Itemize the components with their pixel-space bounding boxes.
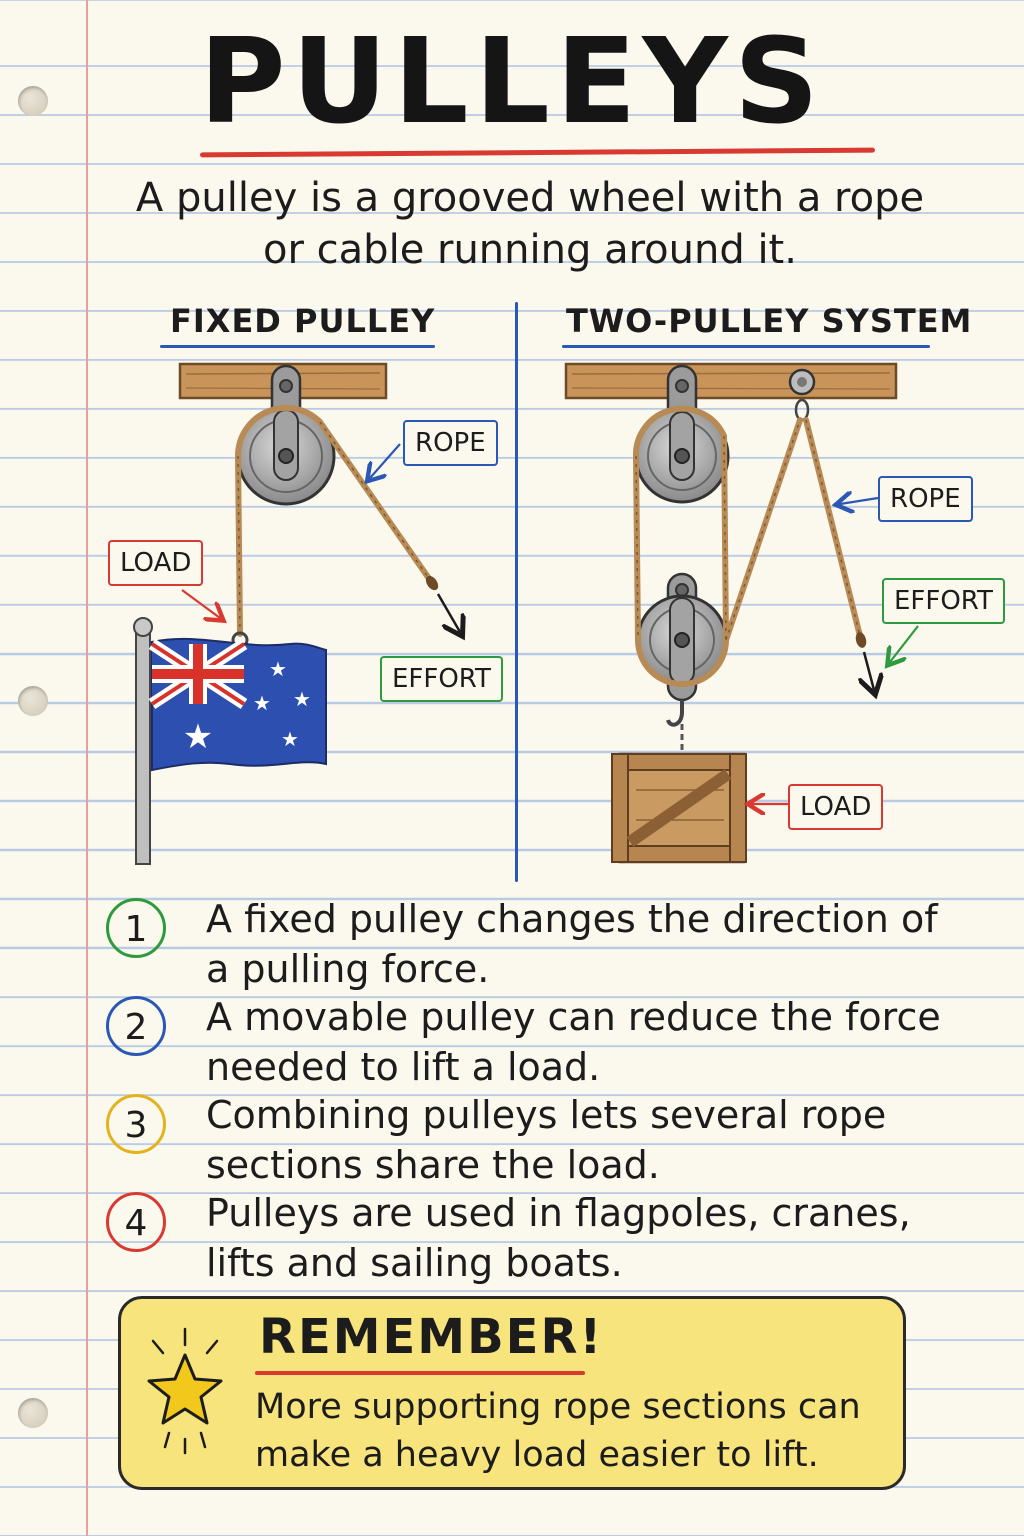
wooden-crate bbox=[611, 752, 747, 864]
svg-text:★: ★ bbox=[253, 691, 271, 715]
load-label: LOAD bbox=[108, 540, 204, 586]
fact-item: 2 A movable pulley can reduce the force … bbox=[106, 992, 946, 1090]
fact-text: Combining pulleys lets several rope sect… bbox=[206, 1093, 887, 1187]
intro-text: A pulley is a grooved wheel with a rope … bbox=[135, 175, 925, 273]
australian-flag: ★ ★ ★ ★ ★ bbox=[148, 637, 327, 772]
page-title: PULLEYS bbox=[199, 12, 825, 150]
system-rope-end bbox=[855, 632, 867, 648]
fact-item: 4 Pulleys are used in flagpoles, cranes,… bbox=[106, 1188, 946, 1286]
flagpole bbox=[133, 617, 153, 865]
fact-number-badge: 3 bbox=[106, 1094, 166, 1154]
svg-text:★: ★ bbox=[269, 657, 287, 681]
remember-underline bbox=[255, 1371, 585, 1375]
svg-text:★: ★ bbox=[281, 727, 299, 751]
fact-item: 3 Combining pulleys lets several rope se… bbox=[106, 1090, 946, 1188]
rope-label: ROPE bbox=[403, 420, 498, 466]
effort-arrow bbox=[436, 593, 460, 632]
fact-list: 1 A fixed pulley changes the direction o… bbox=[106, 894, 946, 1286]
fact-number-badge: 2 bbox=[106, 996, 166, 1056]
two-pulley-underline bbox=[562, 345, 930, 348]
fact-text: Pulleys are used in flagpoles, cranes, l… bbox=[206, 1191, 911, 1285]
load-label-arrow bbox=[181, 589, 220, 618]
two-pulley-heading: TWO-PULLEY SYSTEM bbox=[566, 302, 973, 340]
svg-text:★: ★ bbox=[183, 717, 213, 757]
remember-title: REMEMBER! bbox=[259, 1309, 604, 1365]
pulley-diagrams: ★ ★ ★ ★ ★ bbox=[133, 362, 919, 865]
rope-end bbox=[425, 575, 439, 591]
system-rope-label: ROPE bbox=[878, 476, 973, 522]
system-effort-label-arrow bbox=[890, 625, 919, 662]
fact-text: A movable pulley can reduce the force ne… bbox=[206, 995, 941, 1089]
rope-label-arrow bbox=[370, 443, 401, 478]
system-upper-wheel bbox=[634, 364, 730, 504]
binder-hole bbox=[18, 86, 48, 116]
remember-box: REMEMBER! More supporting rope sections … bbox=[118, 1296, 906, 1490]
fixed-pulley-heading: FIXED PULLEY bbox=[170, 302, 436, 340]
fixed-pulley-underline bbox=[160, 345, 435, 348]
system-rope-label-arrow bbox=[840, 498, 879, 504]
system-anchor bbox=[788, 368, 816, 422]
fact-number-badge: 4 bbox=[106, 1192, 166, 1252]
binder-hole bbox=[18, 1398, 48, 1428]
system-effort-label: EFFORT bbox=[882, 578, 1005, 624]
section-divider bbox=[515, 302, 518, 882]
margin-line bbox=[86, 0, 88, 1536]
remember-text: More supporting rope sections can make a… bbox=[255, 1387, 861, 1475]
fact-text: A fixed pulley changes the direction of … bbox=[206, 897, 938, 991]
fact-number-badge: 1 bbox=[106, 898, 166, 958]
system-load-label: LOAD bbox=[788, 784, 884, 830]
binder-hole bbox=[18, 686, 48, 716]
system-beam bbox=[564, 362, 898, 400]
svg-text:★: ★ bbox=[293, 687, 311, 711]
system-lower-wheel bbox=[636, 572, 728, 756]
fact-item: 1 A fixed pulley changes the direction o… bbox=[106, 894, 946, 992]
star-icon bbox=[147, 1327, 223, 1455]
system-effort-arrow bbox=[864, 651, 874, 690]
effort-label: EFFORT bbox=[380, 656, 503, 702]
